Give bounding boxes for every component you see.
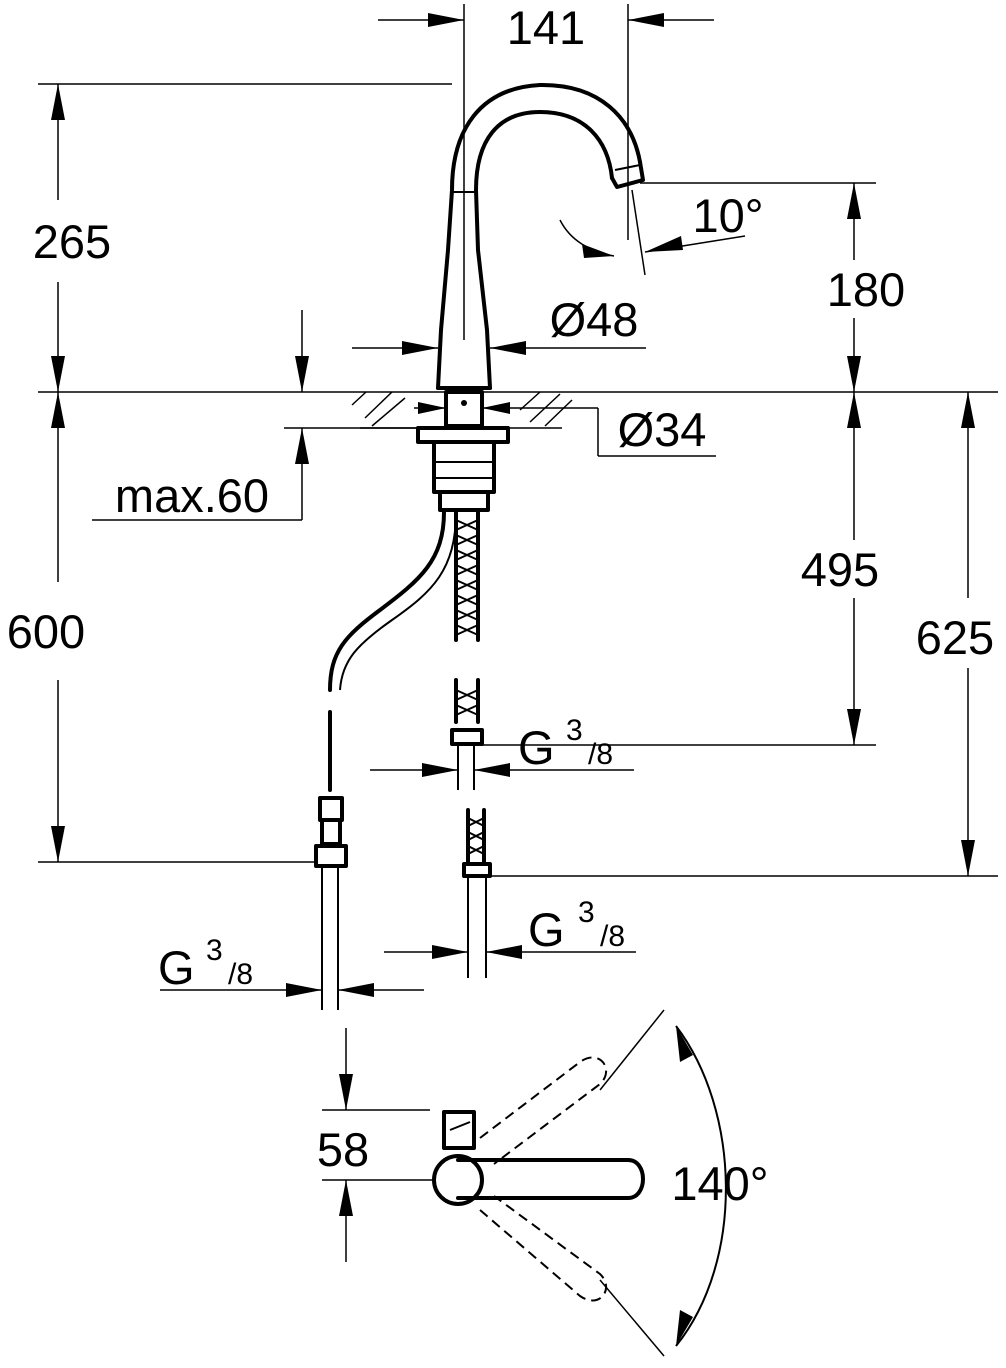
dim-cable-length: 600 <box>7 605 85 658</box>
thread-label-hose-1: G 3 /8 <box>518 714 613 774</box>
dim-body-diameter: Ø48 <box>550 293 639 346</box>
thread-den: /8 <box>588 738 613 771</box>
dim-max-deck-thickness: max.60 <box>115 469 269 522</box>
mounting-assembly <box>416 390 510 512</box>
thread-num: 3 <box>206 934 223 967</box>
thread-g: G <box>528 903 565 956</box>
thread-den: /8 <box>600 920 625 953</box>
dim-outlet-angle: 10° <box>692 189 763 242</box>
thread-den: /8 <box>228 958 253 991</box>
faucet-body <box>436 82 645 390</box>
dim-hole-diameter: Ø34 <box>618 403 707 456</box>
dim-handle-rotation: 140° <box>671 1157 768 1210</box>
thread-num: 3 <box>566 714 583 747</box>
dimension-arrowheads <box>51 13 975 1346</box>
braided-hose <box>450 508 492 978</box>
dim-total-hose-length: 625 <box>916 611 994 664</box>
thread-g: G <box>518 721 555 774</box>
thread-g: G <box>158 941 195 994</box>
thread-num: 3 <box>578 896 595 929</box>
dim-spout-reach: 141 <box>507 1 585 54</box>
thread-label-hose-2: G 3 /8 <box>528 896 625 956</box>
dim-hose-length: 495 <box>801 543 879 596</box>
dim-handle-offset: 58 <box>317 1123 369 1176</box>
thread-label-cable: G 3 /8 <box>158 934 253 994</box>
sensor-cable <box>314 510 457 1010</box>
dimension-labels: 141 265 180 10° Ø48 Ø34 max.60 495 600 6… <box>7 1 994 1210</box>
dim-outlet-height: 180 <box>827 263 905 316</box>
dim-spout-height: 265 <box>33 215 111 268</box>
